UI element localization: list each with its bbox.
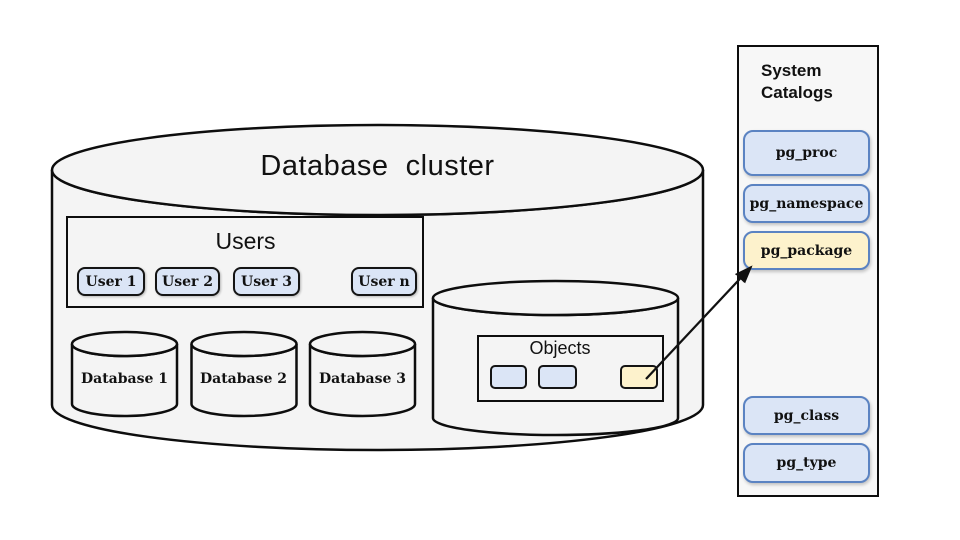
database-2-label: Database 2 <box>199 371 287 387</box>
object-node-2 <box>538 365 577 389</box>
database-1-label: Database 1 <box>80 371 168 387</box>
database-2-cylinder <box>190 330 298 418</box>
catalog-pg-class: pg_class <box>743 396 870 435</box>
database-3-label: Database 3 <box>318 371 406 387</box>
catalog-pg-proc: pg_proc <box>743 130 870 176</box>
user-1-node: User 1 <box>77 267 145 296</box>
object-node-highlighted <box>620 365 658 389</box>
users-group-box <box>66 216 424 308</box>
database-1-cylinder <box>70 330 179 418</box>
catalog-pg-type: pg_type <box>743 443 870 483</box>
objects-title: Objects <box>529 338 591 358</box>
database-3-cylinder <box>308 330 417 418</box>
user-3-node: User 3 <box>233 267 300 296</box>
cluster-title: Database cluster <box>260 150 495 182</box>
catalog-pg-package: pg_package <box>743 231 870 270</box>
user-n-node: User n <box>351 267 417 296</box>
catalog-pg-namespace: pg_namespace <box>743 184 870 223</box>
object-node-1 <box>490 365 527 389</box>
system-catalogs-title: System Catalogs <box>761 61 833 102</box>
users-title: Users <box>215 228 276 254</box>
user-2-node: User 2 <box>155 267 220 296</box>
